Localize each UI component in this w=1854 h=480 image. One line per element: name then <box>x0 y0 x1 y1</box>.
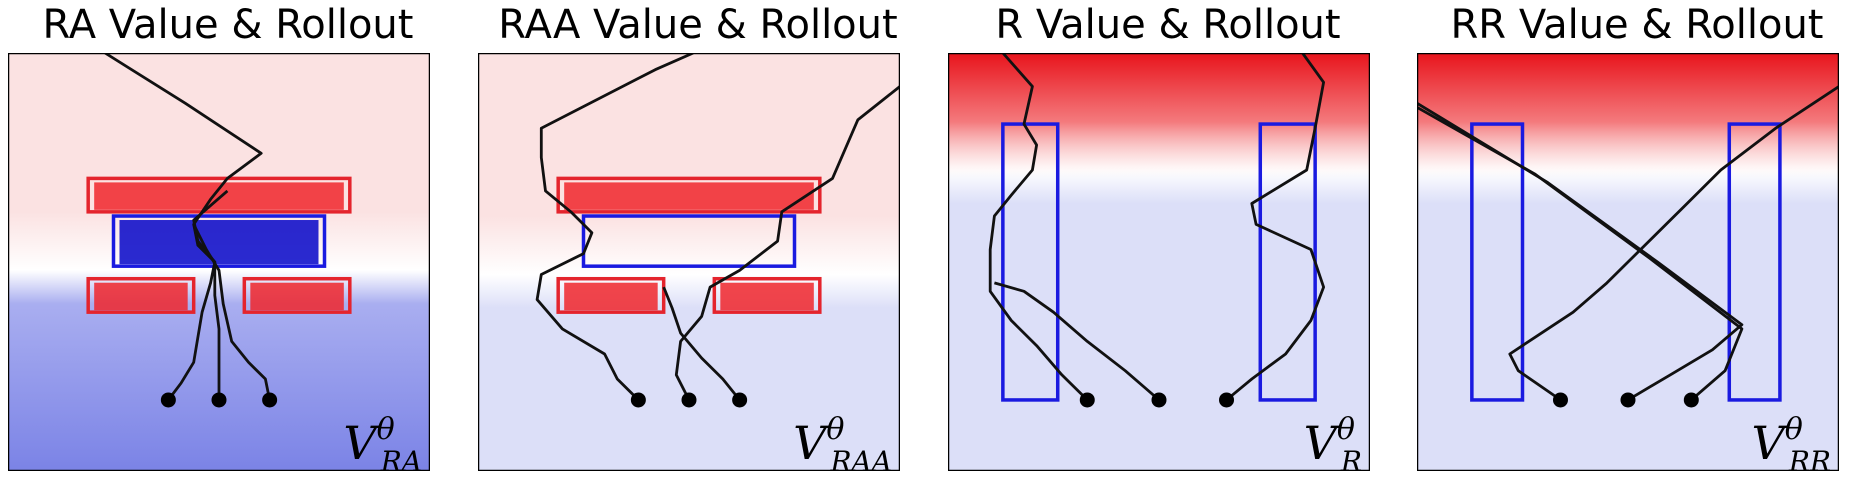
rollout-trajectory <box>662 286 741 401</box>
target-box <box>86 276 196 314</box>
start-point <box>1219 392 1235 408</box>
value-region <box>94 282 188 311</box>
plot-frame <box>8 53 430 471</box>
rollout-trajectory <box>994 281 1160 401</box>
start-point <box>262 392 278 408</box>
avoid-box <box>581 214 797 268</box>
rollout-trajectory <box>1508 85 1839 402</box>
target-box <box>556 276 666 314</box>
plot-frame <box>478 53 900 471</box>
value-region <box>720 282 814 311</box>
start-point <box>630 392 646 408</box>
start-point <box>681 392 697 408</box>
panel-title: R Value & Rollout <box>995 2 1341 48</box>
start-point <box>160 392 176 408</box>
rollout-trajectory <box>192 223 271 401</box>
avoid-box <box>1727 122 1782 402</box>
start-point <box>1151 392 1167 408</box>
value-region <box>564 182 814 210</box>
start-point <box>1079 392 1095 408</box>
rollout-trajectory <box>192 189 229 400</box>
panel-title: RAA Value & Rollout <box>498 2 898 48</box>
avoid-box <box>1001 122 1060 402</box>
start-point <box>211 392 227 408</box>
target-box <box>242 276 352 314</box>
rollout-trajectory <box>1417 106 1744 401</box>
heatmap-background <box>478 53 900 471</box>
value-region <box>119 220 319 265</box>
rollout-trajectory <box>674 85 900 401</box>
start-point <box>1552 392 1568 408</box>
target-box <box>86 176 352 214</box>
rollout-trajectory <box>535 53 694 401</box>
high-value-band <box>948 53 1370 179</box>
avoid-box <box>1470 122 1525 402</box>
high-value-band <box>1417 53 1839 179</box>
value-region <box>250 282 344 311</box>
target-box <box>556 176 822 214</box>
panel-title: RR Value & Rollout <box>1450 2 1824 48</box>
plot-frame <box>1417 53 1839 471</box>
avoid-box <box>111 214 327 268</box>
start-point <box>1620 392 1636 408</box>
start-point <box>1683 392 1699 408</box>
rollout-trajectory <box>988 53 1089 401</box>
value-region <box>94 182 344 210</box>
target-box <box>712 276 822 314</box>
rollout-trajectory <box>1225 53 1326 401</box>
panel-title: RA Value & Rollout <box>42 2 414 48</box>
plot-frame <box>948 53 1370 471</box>
value-region <box>564 282 658 311</box>
start-point <box>732 392 748 408</box>
